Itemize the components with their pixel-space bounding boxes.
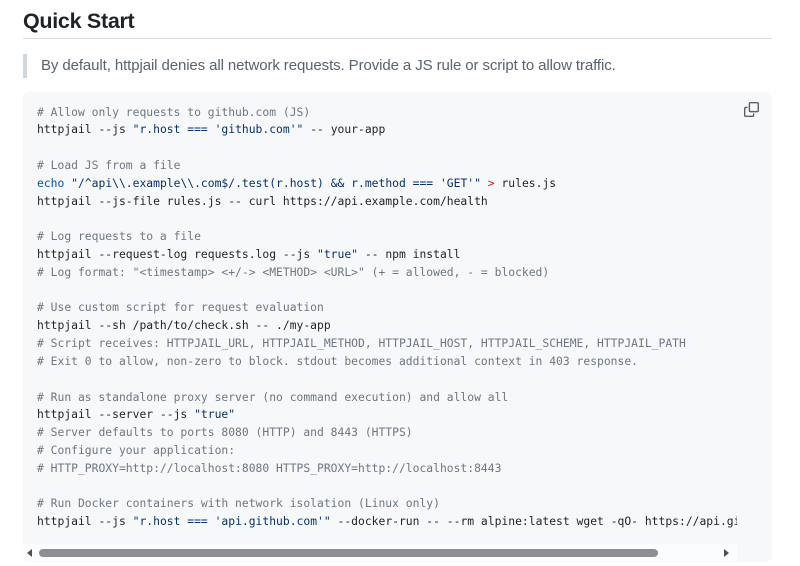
code-line: httpjail --sh /path/to/check.sh -- ./my-… bbox=[37, 318, 331, 333]
code-line bbox=[37, 210, 737, 228]
code-line: # Run as standalone proxy server (no com… bbox=[37, 389, 509, 404]
code-line: # Configure your application: bbox=[37, 442, 236, 457]
code-line: httpjail --js-file rules.js -- curl http… bbox=[37, 193, 488, 208]
code-line: httpjail --js "r.host === 'github.com'" … bbox=[37, 122, 386, 137]
copy-icon bbox=[744, 102, 759, 117]
code-line: # Log requests to a file bbox=[37, 229, 201, 244]
code-line bbox=[37, 478, 737, 496]
code-line: # Load JS from a file bbox=[37, 157, 181, 172]
code-line bbox=[37, 139, 737, 157]
horizontal-scrollbar bbox=[23, 544, 737, 561]
scrollbar-right-button[interactable] bbox=[723, 544, 737, 561]
scroll-right-arrow-icon bbox=[723, 548, 729, 557]
code-line: echo "/^api\\.example\\.com$/.test(r.hos… bbox=[37, 175, 557, 190]
code-line: # Server defaults to ports 8080 (HTTP) a… bbox=[37, 425, 413, 440]
code-line: # Script receives: HTTPJAIL_URL, HTTPJAI… bbox=[37, 336, 686, 351]
code-line: # HTTP_PROXY=http://localhost:8080 HTTPS… bbox=[37, 460, 502, 475]
blockquote-border bbox=[23, 53, 27, 78]
code-line: # Exit 0 to allow, non-zero to block. st… bbox=[37, 353, 638, 368]
code-line: httpjail --request-log requests.log --js… bbox=[37, 247, 461, 261]
scrollbar-thumb[interactable] bbox=[38, 548, 658, 557]
code-scroll-area[interactable]: # Allow only requests to github.com (JS)… bbox=[23, 92, 737, 544]
code-line: # Allow only requests to github.com (JS) bbox=[37, 104, 311, 119]
scrollbar-left-button[interactable] bbox=[23, 544, 37, 561]
blockquote-text: By default, httpjail denies all network … bbox=[41, 56, 616, 74]
copy-button[interactable] bbox=[744, 102, 759, 117]
code-line bbox=[37, 371, 737, 389]
page-title: Quick Start bbox=[23, 9, 135, 33]
heading-rule bbox=[23, 38, 772, 39]
code-block: # Allow only requests to github.com (JS)… bbox=[23, 92, 772, 562]
code-line bbox=[37, 282, 737, 300]
code-content: # Allow only requests to github.com (JS)… bbox=[37, 104, 737, 532]
code-line: httpjail --js "r.host === 'api.github.co… bbox=[37, 514, 737, 529]
code-line: # Use custom script for request evaluati… bbox=[37, 300, 324, 315]
code-line: # Run Docker containers with network iso… bbox=[37, 496, 440, 511]
code-line: httpjail --server --js "true" bbox=[37, 407, 236, 422]
code-line: # Log format: "<timestamp> <+/-> <METHOD… bbox=[37, 264, 550, 279]
scroll-left-arrow-icon bbox=[26, 548, 32, 557]
